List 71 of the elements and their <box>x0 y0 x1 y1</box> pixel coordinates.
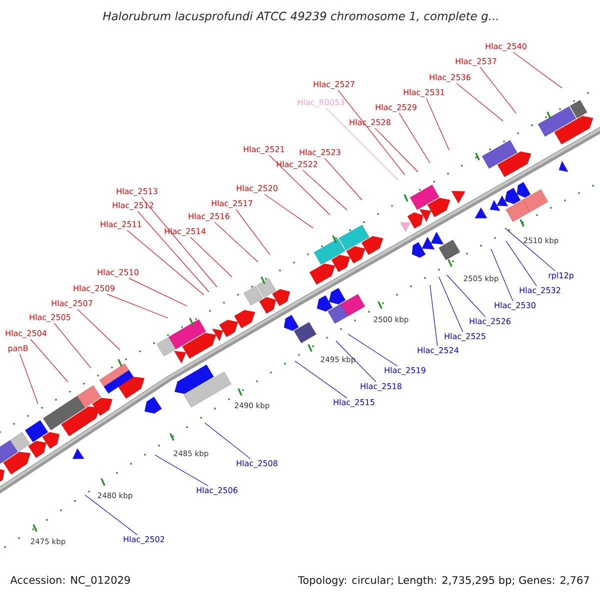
leader-line <box>20 354 38 404</box>
leader-line <box>264 194 314 228</box>
gene-label: Hlac_2506 <box>196 487 238 495</box>
leader-line <box>204 422 251 460</box>
gene-label: Hlac_2523 <box>300 149 340 157</box>
gene-label: Hlac_2521 <box>244 146 284 154</box>
gene-label: Hlac_2540 <box>486 43 526 51</box>
leader-line <box>446 274 486 318</box>
gene-label: Hlac_2510 <box>98 269 138 277</box>
gene-label: Hlac_2524 <box>418 347 458 355</box>
gene-label: Hlac_2504 <box>6 330 46 338</box>
leader-line <box>154 454 208 486</box>
footer-text: Accession: NC_012029 <box>10 576 130 586</box>
leader-line <box>338 90 406 176</box>
gene-label: Hlac_2517 <box>212 200 252 208</box>
gene-label: rpl12p <box>548 272 574 280</box>
gene-label: Hlac_2507 <box>52 300 92 308</box>
gene-label: Hlac_2531 <box>404 89 444 97</box>
leader-line <box>77 308 120 350</box>
leader-line <box>268 154 330 216</box>
gene-label: panB <box>8 345 28 353</box>
gene-label: Hlac_2511 <box>100 221 142 229</box>
gene-label: Hlac_2520 <box>236 185 278 193</box>
gene-label: Hlac_2537 <box>456 58 496 66</box>
leader-line <box>430 284 438 346</box>
leader-line <box>426 98 450 150</box>
leader-line <box>54 322 92 368</box>
gene-label: Hlac_2529 <box>376 104 416 112</box>
leader-line <box>480 66 516 114</box>
gene-label: Hlac_2516 <box>188 213 230 221</box>
gene-label: Hlac_2518 <box>360 383 402 391</box>
gene-label: Hlac_2513 <box>116 188 158 196</box>
gene-label: Hlac_2509 <box>74 285 114 293</box>
leader-line <box>30 338 68 382</box>
leader-line <box>302 170 348 210</box>
leader-line <box>456 82 504 122</box>
gene-label: Hlac_2519 <box>384 367 426 375</box>
leader-line <box>106 294 168 318</box>
gene-label: Hlac_2532 <box>520 287 560 295</box>
leader-line <box>504 228 556 272</box>
leader-line <box>398 112 430 164</box>
leader-line <box>326 108 398 180</box>
leader-line <box>506 240 537 286</box>
footer-text: Topology: circular; Length: 2,735,295 bp; Genes: 2,767 <box>298 576 589 586</box>
leader-line <box>236 208 270 256</box>
gene-label: Hlac_R0053 <box>298 99 344 107</box>
leader-line <box>141 196 218 288</box>
gene-label: Hlac_2515 <box>334 399 374 407</box>
leader-line <box>348 334 398 366</box>
leader-line <box>438 276 464 332</box>
leader-line <box>137 210 210 292</box>
gene-label: Hlac_2525 <box>444 333 486 341</box>
leader-line <box>84 494 138 536</box>
leader-line <box>126 230 204 296</box>
leader-line <box>336 340 376 382</box>
leader-line <box>490 248 514 302</box>
gene-label: Hlac_2526 <box>470 318 510 326</box>
leader-line <box>294 360 348 398</box>
gene-label: Hlac_2527 <box>314 81 354 89</box>
gene-label: Hlac_2530 <box>494 302 536 310</box>
gene-label: Hlac_2502 <box>124 536 164 544</box>
leader-line <box>128 278 188 306</box>
leader-line <box>190 236 232 278</box>
gene-label: Hlac_2505 <box>30 314 70 322</box>
leader-line <box>374 128 418 172</box>
gene-label: Hlac_2508 <box>236 460 278 468</box>
gene-label: Hlac_2536 <box>430 74 470 82</box>
leader-line <box>324 158 362 200</box>
leader-line <box>512 52 562 88</box>
title: Halorubrum lacusprofundi ATCC 49239 chromosome 1, complete g... <box>103 11 498 23</box>
leader-line <box>214 222 258 262</box>
